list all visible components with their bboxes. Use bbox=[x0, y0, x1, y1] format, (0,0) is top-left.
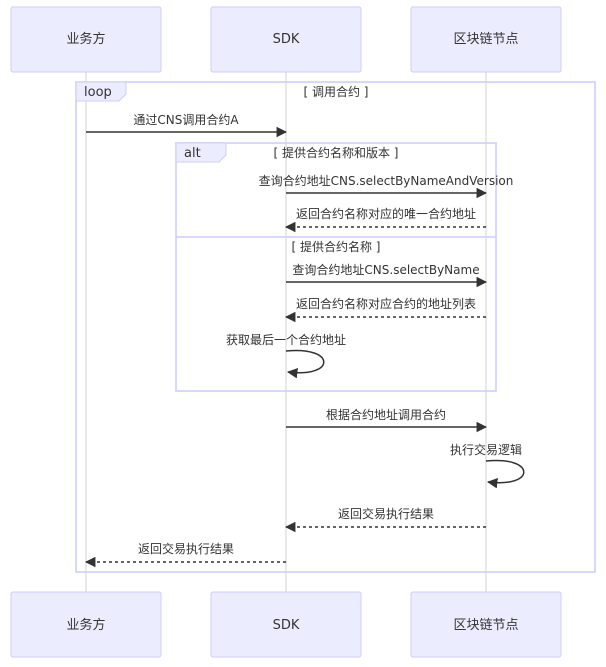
actor-bottom-business: 业务方 bbox=[10, 591, 162, 658]
alt-title: [ 提供合约名称和版本 ] bbox=[274, 145, 399, 160]
message-label: 返回合约名称对应合约的地址列表 bbox=[296, 296, 476, 311]
message-label: 获取最后一个合约地址 bbox=[226, 332, 346, 347]
message-label: 查询合约地址CNS.selectByName bbox=[292, 262, 479, 277]
actor-label: 业务方 bbox=[66, 617, 105, 633]
actor-bottom-node: 区块链节点 bbox=[410, 591, 562, 658]
message-1: 通过CNS调用合约A bbox=[86, 112, 288, 138]
message-label: 返回合约名称对应的唯一合约地址 bbox=[296, 206, 476, 221]
message-8-self: 执行交易逻辑 bbox=[450, 442, 525, 489]
message-label: 返回交易执行结果 bbox=[338, 506, 434, 521]
message-label: 查询合约地址CNS.selectByNameAndVersion bbox=[259, 173, 514, 188]
actor-label: 区块链节点 bbox=[453, 32, 518, 47]
message-7: 根据合约地址调用合约 bbox=[286, 407, 488, 433]
message-label: 返回交易执行结果 bbox=[138, 541, 234, 556]
actor-bottom-sdk: SDK bbox=[210, 591, 362, 658]
alt-keyword: alt bbox=[184, 146, 201, 161]
message-9: 返回交易执行结果 bbox=[284, 506, 486, 533]
loop-title: [ 调用合约 ] bbox=[304, 84, 369, 99]
message-4: 查询合约地址CNS.selectByName bbox=[286, 262, 488, 288]
alt-frame: alt [ 提供合约名称和版本 ] [ 提供合约名称 ] bbox=[175, 142, 497, 392]
actor-label: SDK bbox=[273, 32, 300, 47]
message-3: 返回合约名称对应的唯一合约地址 bbox=[284, 206, 486, 233]
actor-top-node: 区块链节点 bbox=[410, 6, 562, 73]
message-label: 通过CNS调用合约A bbox=[133, 112, 239, 127]
message-label: 执行交易逻辑 bbox=[450, 442, 522, 457]
actor-label: SDK bbox=[273, 618, 300, 633]
loop-keyword: loop bbox=[84, 85, 112, 100]
message-10: 返回交易执行结果 bbox=[84, 541, 286, 568]
alt-else-title: [ 提供合约名称 ] bbox=[292, 239, 381, 254]
loop-frame: loop [ 调用合约 ] bbox=[75, 81, 596, 573]
message-label: 根据合约地址调用合约 bbox=[326, 407, 446, 422]
message-6-self: 获取最后一个合约地址 bbox=[226, 332, 346, 379]
message-5: 返回合约名称对应合约的地址列表 bbox=[284, 296, 486, 323]
actor-top-business: 业务方 bbox=[10, 6, 162, 73]
actor-top-sdk: SDK bbox=[210, 6, 362, 73]
actor-label: 业务方 bbox=[66, 31, 105, 47]
actor-label: 区块链节点 bbox=[453, 618, 518, 633]
message-2: 查询合约地址CNS.selectByNameAndVersion bbox=[259, 173, 514, 199]
